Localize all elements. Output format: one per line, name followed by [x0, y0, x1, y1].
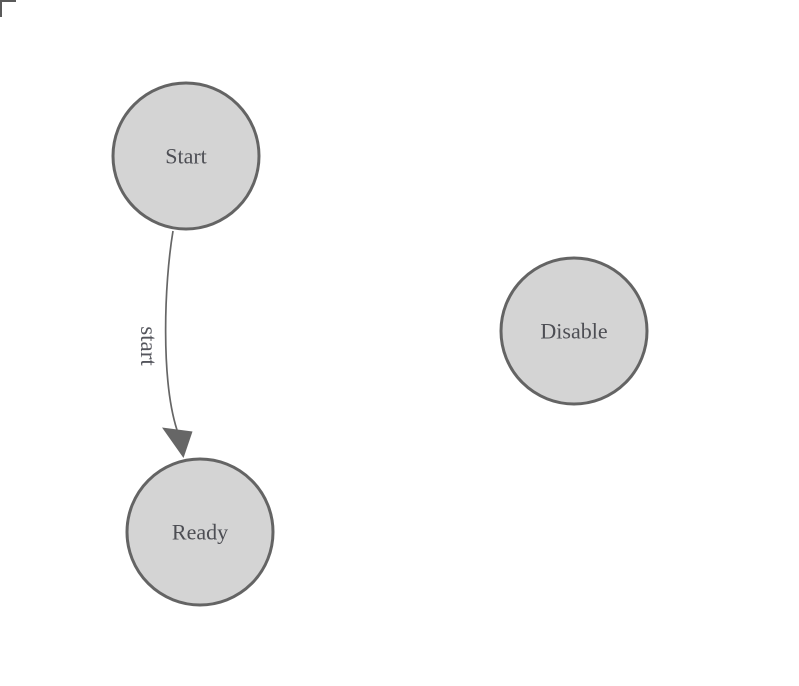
arrowhead-icon [162, 427, 193, 458]
state-label-ready: Ready [172, 520, 228, 545]
state-circle-start[interactable] [111, 81, 261, 231]
edge-start-to-ready: start [136, 230, 193, 458]
canvas-corner-mark-icon [0, 0, 16, 17]
state-circle-ready[interactable] [125, 457, 275, 607]
state-label-start: Start [165, 144, 207, 169]
state-node-disable[interactable]: Disable [499, 256, 649, 406]
state-circle-disable[interactable] [499, 256, 649, 406]
transition-label[interactable]: start [136, 326, 161, 366]
state-label-disable: Disable [540, 319, 607, 344]
state-node-start[interactable]: Start [111, 81, 261, 231]
state-node-ready[interactable]: Ready [125, 457, 275, 607]
transition-edge[interactable] [164, 230, 178, 431]
